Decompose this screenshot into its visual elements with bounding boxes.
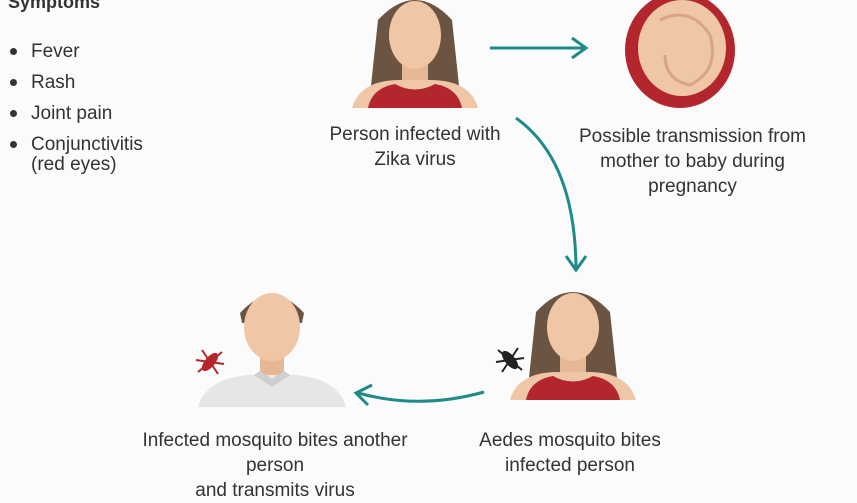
caption-bites-another: Infected mosquito bites another person a…: [140, 428, 410, 503]
caption-aedes-bites: Aedes mosquito bites infected person: [479, 430, 661, 476]
arrow-left-icon: [353, 383, 485, 407]
symptom-item: Conjunctivitis(red eyes): [10, 129, 143, 176]
symptom-item: Joint pain: [10, 98, 143, 129]
infected-woman-illustration: [352, 0, 478, 108]
symptoms-list: Fever Rash Joint pain Conjunctivitis(red…: [10, 36, 143, 176]
arrow-down-icon: [515, 116, 588, 273]
symptom-item: Fever: [10, 36, 143, 67]
mosquito-black-icon: [495, 347, 525, 373]
caption-infected-person: Person infected with Zika virus: [329, 124, 501, 170]
cycle-arrows: [353, 36, 589, 407]
symptom-item: Rash: [10, 67, 143, 98]
arrow-right-icon: [490, 36, 589, 60]
bitten-woman-illustration: [510, 292, 636, 400]
mosquito-red-icon: [195, 349, 225, 375]
symptom-note: (red eyes): [31, 154, 117, 175]
womb-fetus-illustration: [625, 0, 735, 108]
caption-transmission-baby: Possible transmission from mother to bab…: [578, 126, 807, 197]
symptoms-title: Symptoms: [8, 0, 101, 12]
man-illustration: [198, 293, 346, 407]
